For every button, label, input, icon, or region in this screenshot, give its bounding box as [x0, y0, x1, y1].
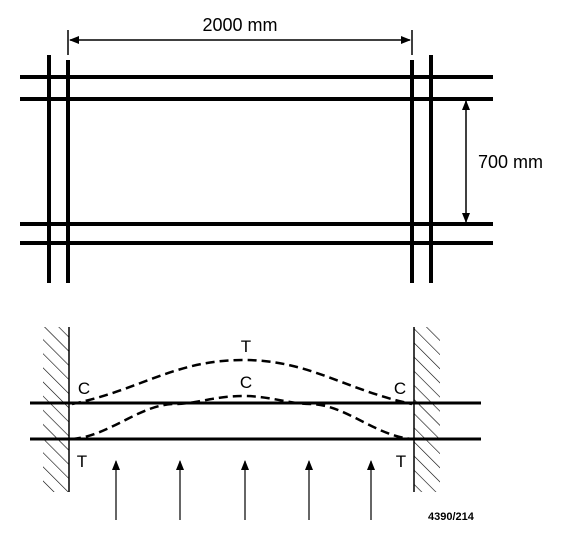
label-right-upper: C — [394, 379, 406, 398]
load-arrows — [112, 460, 375, 520]
tension-curve — [71, 358, 413, 406]
section-view: T C C C T T — [30, 327, 481, 520]
label-right-lower: T — [396, 452, 406, 471]
label-left-upper: C — [78, 379, 90, 398]
left-wall-support — [43, 327, 70, 492]
right-wall-support — [413, 327, 440, 492]
label-inner-curve: C — [240, 373, 252, 392]
label-top-curve: T — [241, 337, 251, 356]
vertical-bars — [47, 55, 433, 283]
label-left-lower: T — [77, 452, 87, 471]
horizontal-bars — [20, 75, 493, 245]
compression-curve — [71, 394, 413, 441]
width-dimension-label: 2000 mm — [202, 15, 277, 35]
height-dimension-label: 700 mm — [478, 152, 543, 172]
width-dimension: 2000 mm — [67, 15, 413, 55]
figure-reference: 4390/214 — [428, 511, 475, 523]
top-view: 2000 mm 700 mm — [20, 15, 543, 283]
height-dimension: 700 mm — [462, 100, 543, 223]
